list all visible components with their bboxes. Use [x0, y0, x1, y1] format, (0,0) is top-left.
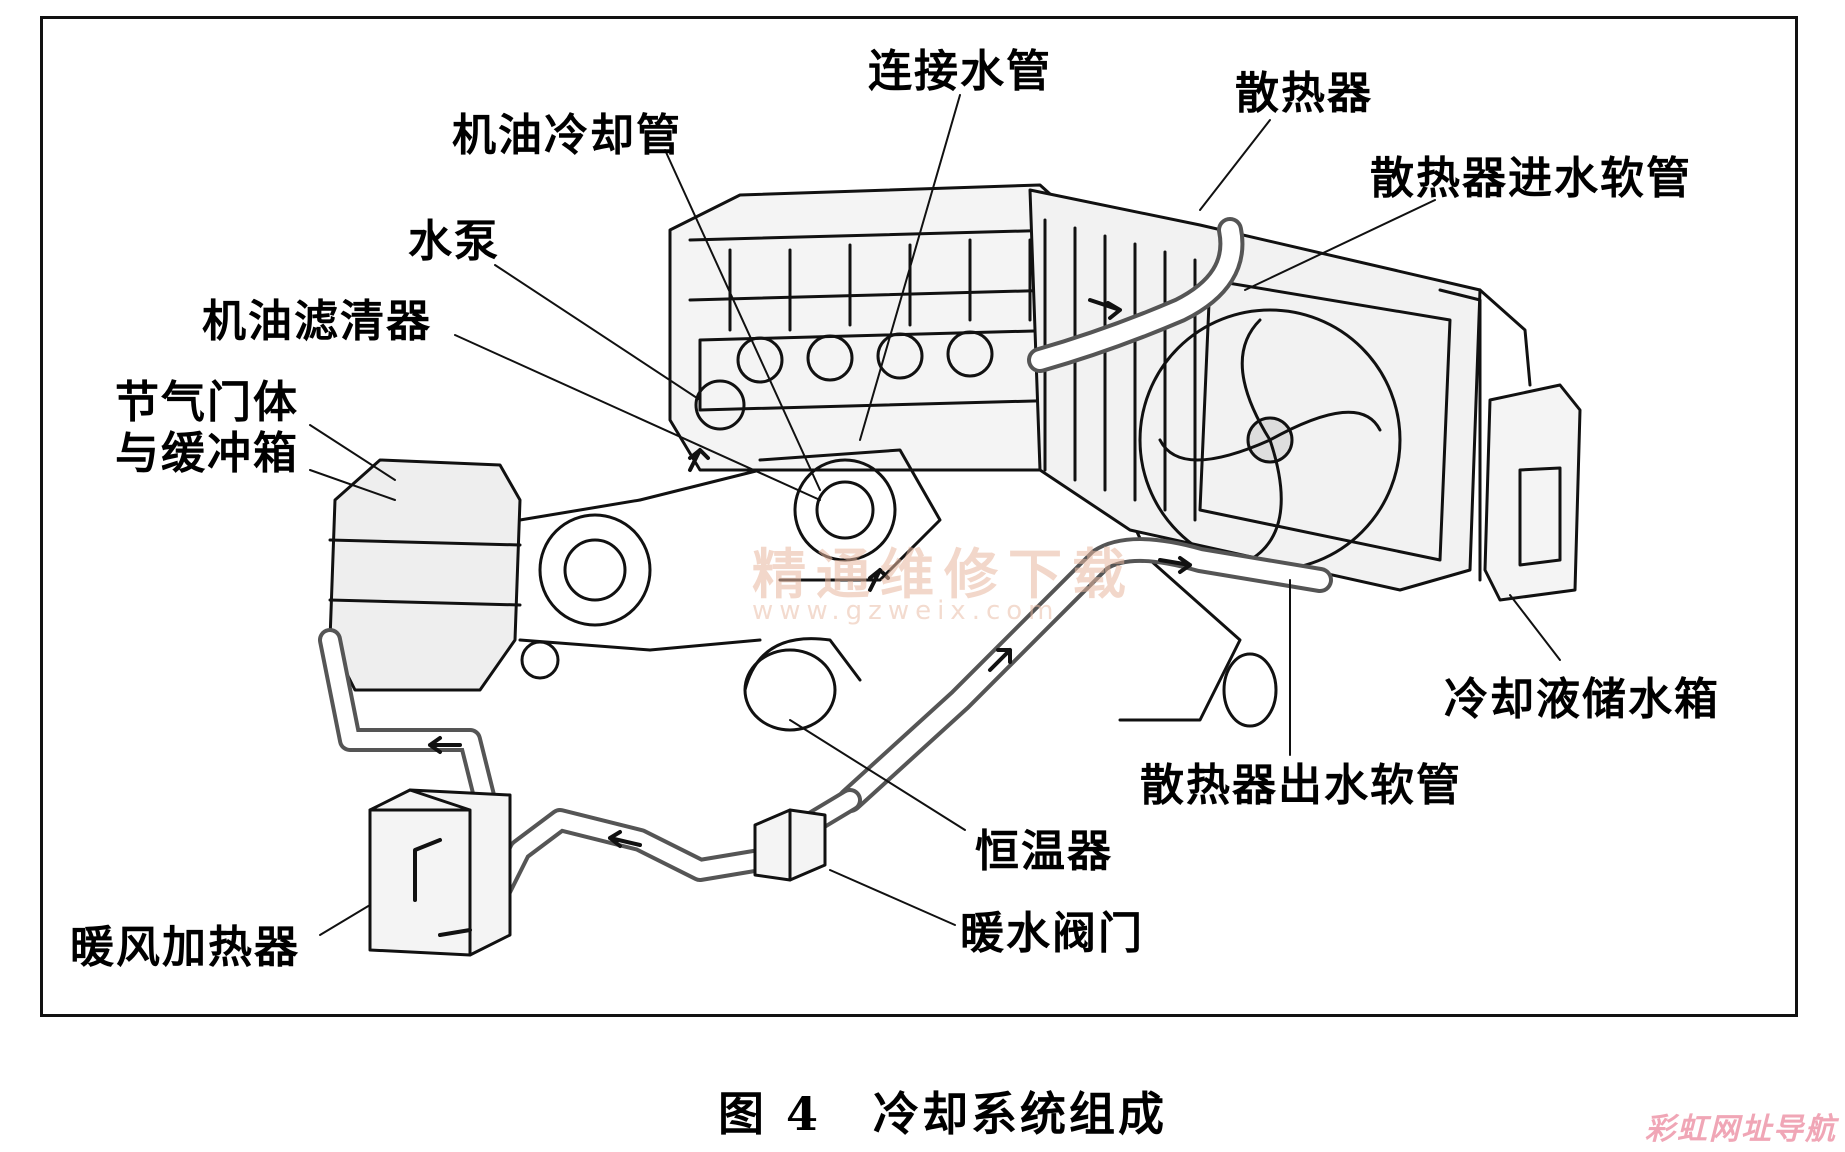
figure-caption: 图 4 冷却系统组成: [718, 1078, 1167, 1144]
label-water-pump: 水泵: [408, 216, 500, 267]
label-radiator-outlet-hose: 散热器出水软管: [1140, 760, 1462, 811]
label-thermostat: 恒温器: [975, 826, 1113, 877]
engine-block: [668, 183, 1278, 728]
heater-core-box: [368, 788, 512, 957]
label-radiator: 散热器: [1235, 68, 1373, 119]
throttle-body: [328, 458, 762, 692]
heater-valve-body: [753, 808, 827, 882]
label-heater-valve: 暖水阀门: [960, 908, 1144, 959]
label-oil-filter: 机油滤清器: [202, 296, 432, 347]
label-connecting-pipe: 连接水管: [868, 46, 1052, 97]
watermark-text: 精通维修下载: [752, 543, 1136, 606]
figure-number: 图 4: [718, 1087, 822, 1141]
label-throttle-body-line2: 与缓冲箱: [115, 427, 299, 479]
label-radiator-inlet-hose: 散热器进水软管: [1370, 153, 1692, 204]
flow-arrows: [428, 298, 1192, 848]
watermark-url: www.gzweix.com: [752, 596, 1060, 626]
label-throttle-body: 节气门体 与缓冲箱: [115, 377, 299, 479]
label-oil-cooling-pipe: 机油冷却管: [452, 110, 682, 161]
corner-logo: 彩虹网址导航: [1645, 1112, 1837, 1147]
figure-title: 冷却系统组成: [873, 1087, 1168, 1141]
leader-lines: [309, 94, 1561, 936]
coolant-reservoir-tank: [1478, 288, 1582, 602]
thermostat-housing: [743, 637, 862, 732]
label-coolant-reservoir: 冷却液储水箱: [1444, 674, 1720, 725]
diagram-frame: [40, 16, 1798, 1017]
water-pump-assembly: [694, 379, 942, 582]
label-heater-core: 暖风加热器: [70, 922, 300, 973]
radiator-core: [1028, 188, 1482, 592]
label-throttle-body-line1: 节气门体: [115, 377, 299, 428]
